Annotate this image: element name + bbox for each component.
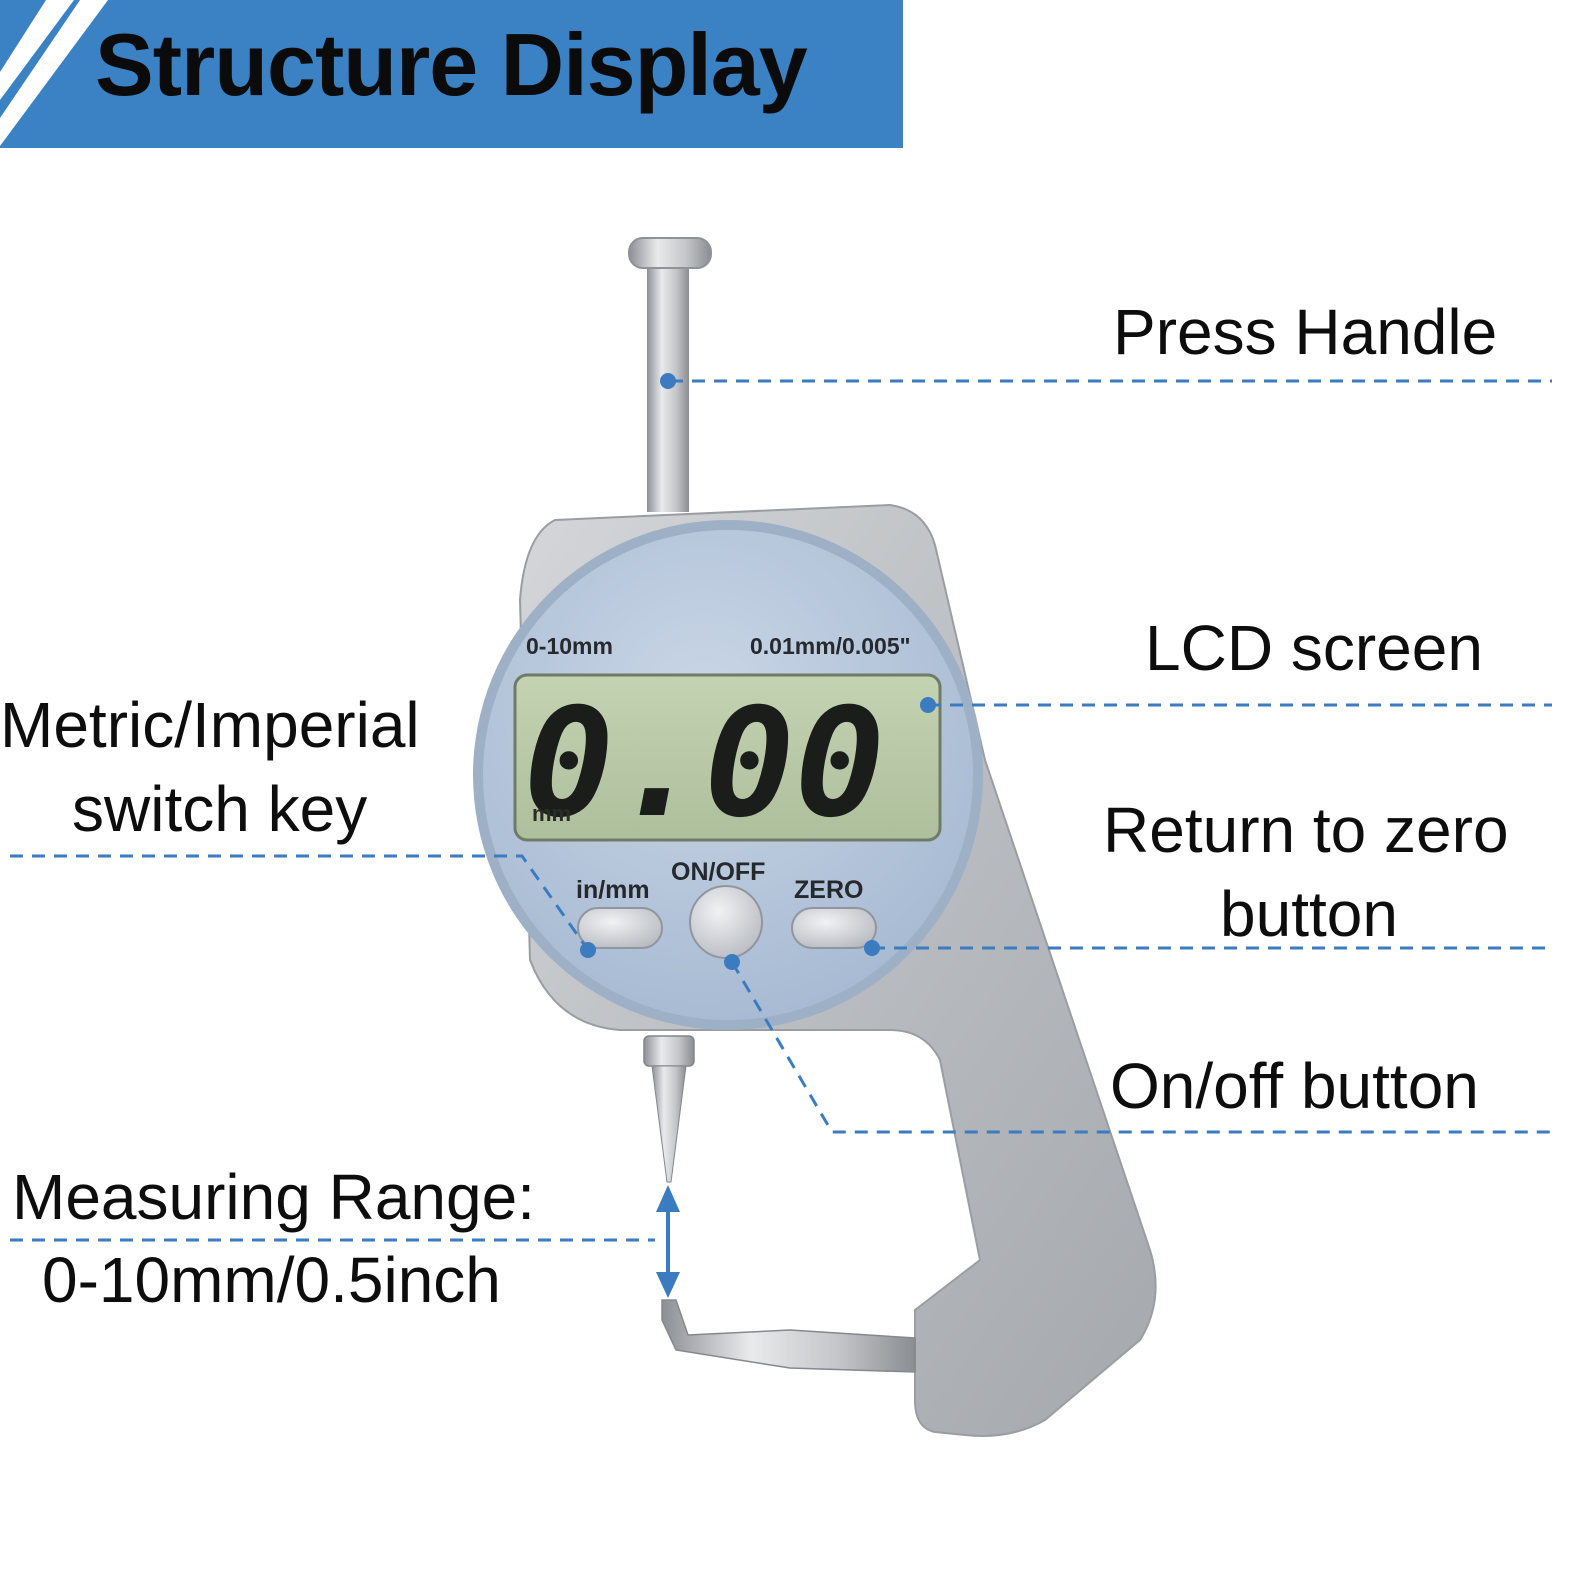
label-range-line1: Measuring Range: [12, 1161, 535, 1233]
page-title: Structure Display [95, 15, 808, 114]
label-metric-line2: switch key [72, 773, 368, 845]
range-arrow [656, 1185, 680, 1298]
label-metric-line1: Metric/Imperial [0, 689, 420, 761]
label-lcd-screen: LCD screen [1145, 612, 1483, 684]
press-handle-cap [628, 237, 712, 269]
banner-stripes [0, 0, 108, 146]
label-press-handle: Press Handle [1113, 296, 1498, 368]
zero-button[interactable] [791, 907, 877, 949]
resolution-marking: 0.01mm/0.005" [750, 633, 911, 659]
zero-label: ZERO [794, 876, 863, 904]
lower-anvil [661, 1299, 916, 1373]
onoff-label: ON/OFF [671, 858, 765, 886]
inmm-label: in/mm [576, 876, 650, 904]
label-range-line2: 0-10mm/0.5inch [42, 1244, 501, 1316]
title-banner: Structure Display [0, 0, 903, 148]
callout-lines [10, 379, 1552, 1242]
range-marking: 0-10mm [526, 633, 613, 659]
label-onoff: On/off button [1110, 1050, 1479, 1122]
inmm-button[interactable] [577, 907, 663, 949]
lcd-unit: mm [532, 801, 571, 826]
lcd-reading: 0.00 [524, 677, 885, 851]
onoff-button[interactable] [689, 885, 763, 959]
spindle-collar [643, 1035, 695, 1067]
callout-metric [10, 854, 590, 951]
measuring-tip [651, 1065, 687, 1183]
label-zero-line2: button [1220, 878, 1398, 950]
label-zero-line1: Return to zero [1103, 794, 1509, 866]
callout-dots [580, 373, 936, 970]
lcd-screen [513, 673, 942, 842]
